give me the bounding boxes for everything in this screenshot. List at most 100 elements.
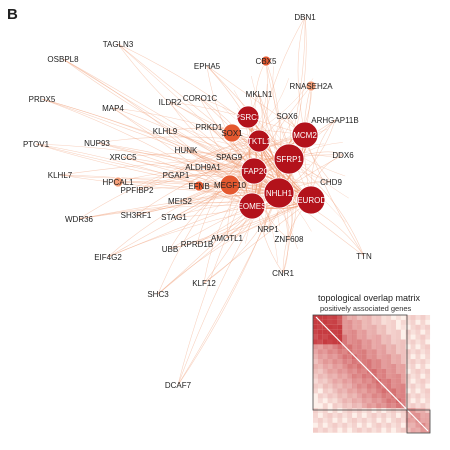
tom-cell: [381, 344, 387, 350]
tom-cell: [342, 339, 348, 345]
tom-cell: [386, 319, 392, 325]
tom-cell: [361, 417, 367, 423]
tom-cell: [352, 373, 357, 379]
tom-cell: [342, 393, 348, 399]
tom-cell: [361, 388, 367, 394]
tom-cell: [322, 329, 328, 335]
gene-label-ddx6: DDX6: [332, 151, 354, 160]
network-edge: [136, 170, 255, 191]
tom-cell: [342, 359, 348, 364]
tom-cell: [396, 364, 401, 369]
tom-cell: [366, 354, 372, 360]
gene-label-ptov1: PTOV1: [23, 140, 50, 149]
tom-cell: [327, 388, 333, 394]
tom-cell: [415, 324, 421, 330]
tom-cell: [313, 359, 318, 364]
tom-cell: [391, 349, 396, 355]
tom-cell: [347, 413, 353, 418]
tom-cell: [366, 398, 372, 404]
tom-cell: [410, 417, 416, 423]
tom-cell: [313, 427, 318, 433]
tom-cell: [396, 403, 401, 409]
gene-label-aldh9a1: ALDH9A1: [185, 163, 221, 172]
tom-cell: [347, 408, 353, 413]
tom-cell: [342, 349, 348, 355]
tom-cell: [371, 388, 377, 394]
tom-cell: [371, 378, 377, 384]
tom-cell: [386, 422, 392, 428]
tom-cell: [317, 359, 323, 364]
tom-cell: [420, 417, 426, 423]
tom-cell: [342, 388, 348, 394]
network-edge: [227, 170, 318, 204]
tom-cell: [415, 315, 421, 320]
gene-label-sox1: SOX1: [221, 129, 243, 138]
tom-cell: [322, 339, 328, 345]
tom-cell: [400, 427, 406, 433]
tom-cell: [386, 354, 392, 360]
tom-cell: [366, 319, 372, 325]
tom-diagonal: [315, 316, 429, 432]
tom-cell: [391, 403, 396, 409]
tom-cell: [317, 349, 323, 355]
gene-node-efnb: [193, 180, 205, 192]
tom-cell: [396, 417, 401, 423]
gene-label-hunk: HUNK: [175, 146, 198, 155]
tom-cell: [371, 329, 377, 335]
tom-cell: [361, 319, 367, 325]
tom-cell: [356, 413, 362, 418]
tom-cell: [342, 413, 348, 418]
tom-cell: [317, 329, 323, 335]
tom-cell: [352, 378, 357, 384]
tom-cell: [400, 344, 406, 350]
gene-label-arhgap11b: ARHGAP11B: [311, 116, 358, 125]
tom-cell: [327, 334, 333, 340]
tom-cell: [342, 368, 348, 374]
tom-cell: [332, 354, 338, 360]
gene-label-dcaf7: DCAF7: [165, 381, 192, 390]
tom-cell: [386, 364, 392, 369]
tom-cell: [327, 427, 333, 433]
tom-cell: [322, 393, 328, 399]
tom-cell: [332, 368, 338, 374]
tom-cell: [381, 393, 387, 399]
gene-label-pgap1: PGAP1: [163, 171, 190, 180]
gene-label-cbx5: CBX5: [256, 57, 277, 66]
tom-cell: [366, 364, 372, 369]
tom-cell: [356, 373, 362, 379]
tom-cell: [391, 378, 396, 384]
tom-cell: [396, 373, 401, 379]
tom-cell: [352, 359, 357, 364]
gene-label-chd9: CHD9: [320, 178, 342, 187]
tom-cell: [327, 339, 333, 345]
tom-cell: [415, 393, 421, 399]
tom-cell: [352, 349, 357, 355]
tom-cell: [381, 359, 387, 364]
tom-cell: [347, 324, 353, 330]
gene-label-dbn1: DBN1: [294, 13, 316, 22]
tom-cell: [371, 319, 377, 325]
tom-cell: [420, 383, 426, 389]
tom-cell: [381, 403, 387, 409]
tom-cell: [381, 373, 387, 379]
tom-cell: [371, 413, 377, 418]
tom-cell: [332, 315, 338, 320]
tom-cell: [332, 359, 338, 364]
tom-cell: [391, 383, 396, 389]
tom-cell: [376, 319, 382, 325]
tom-cell: [327, 373, 333, 379]
tom-cell: [322, 354, 328, 360]
tom-cell: [381, 388, 387, 394]
tom-cell: [410, 383, 416, 389]
tom-cell: [317, 427, 323, 433]
tom-cell: [342, 403, 348, 409]
network-edge: [117, 180, 280, 194]
tom-cell: [361, 354, 367, 360]
tom-cell: [366, 344, 372, 350]
tom-cell: [313, 364, 318, 369]
tom-cell: [386, 315, 392, 320]
tom-cell: [376, 334, 382, 340]
tom-cell: [327, 349, 333, 355]
tom-cell: [313, 344, 318, 350]
